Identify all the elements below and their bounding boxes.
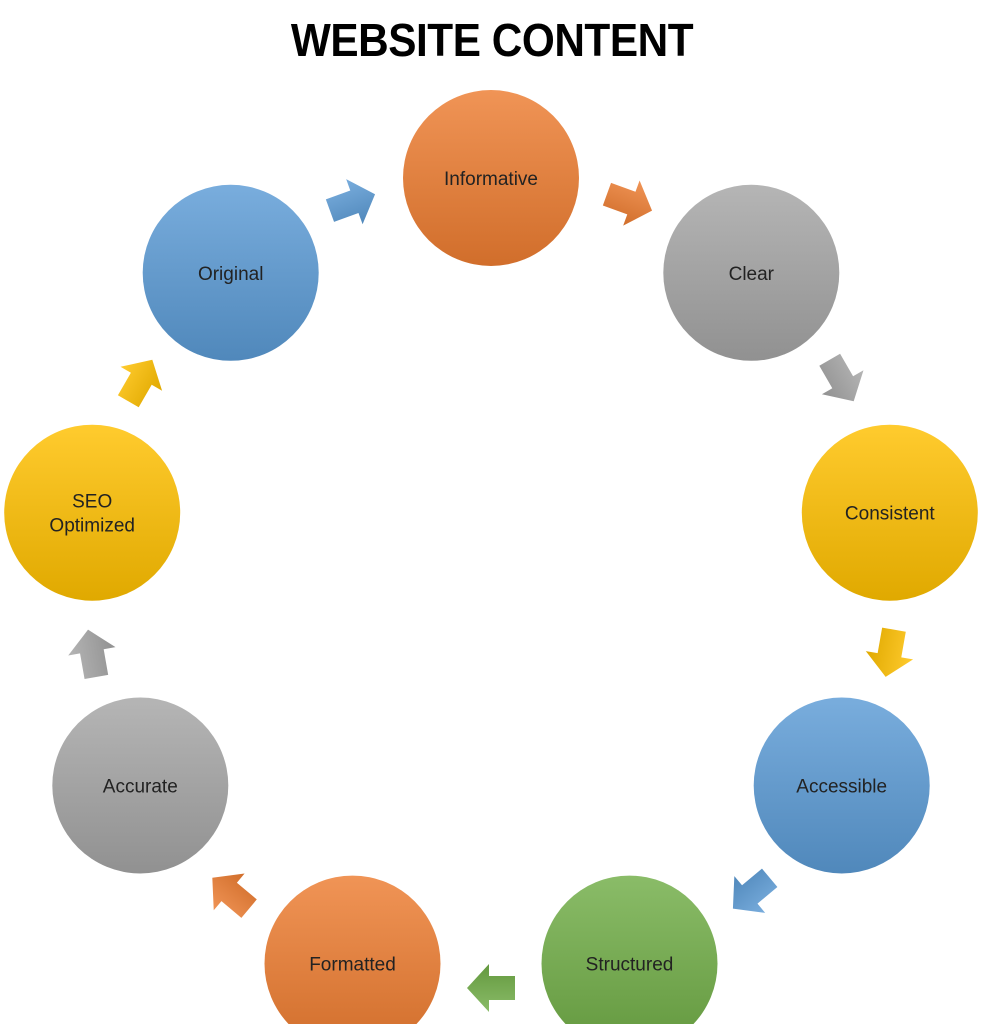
node-accessible: Accessible: [753, 697, 930, 874]
node-circle-clear: [663, 184, 840, 361]
node-label-formatted-0: Formatted: [309, 955, 396, 976]
node-circle-informative: [403, 90, 579, 266]
node-structured: Structured: [541, 875, 718, 1024]
node-label-accessible-0: Accessible: [796, 777, 887, 798]
node-formatted: Formatted: [264, 875, 441, 1024]
node-label-original-0: Original: [198, 264, 263, 285]
arrow-seo-optimized-to-original: [117, 359, 163, 408]
node-circle-accurate: [52, 697, 229, 874]
node-label-seo-optimized-1: Optimized: [49, 516, 135, 537]
nodes-layer: InformativeClearConsistentAccessibleStru…: [4, 90, 978, 1024]
node-label-informative-0: Informative: [444, 169, 538, 190]
node-original: Original: [142, 184, 319, 361]
node-consistent: Consistent: [801, 424, 978, 601]
arrows-layer: [68, 179, 914, 1012]
node-seo-optimized: SEO Optimized: [4, 424, 181, 601]
arrow-informative-to-clear: [602, 180, 653, 226]
node-label-consistent-0: Consistent: [845, 504, 935, 525]
arrow-original-to-informative: [325, 179, 376, 225]
node-circle-consistent: [801, 424, 978, 601]
node-clear: Clear: [663, 184, 840, 361]
node-circle-seo-optimized: [4, 424, 181, 601]
node-informative: Informative: [403, 90, 579, 266]
arrow-accessible-to-structured: [732, 868, 778, 913]
page-title: WEBSITE CONTENT: [290, 14, 694, 66]
node-circle-accessible: [753, 697, 930, 874]
node-circle-structured: [541, 875, 718, 1024]
node-label-structured-0: Structured: [586, 955, 674, 976]
node-label-seo-optimized-0: SEO: [72, 492, 112, 513]
node-label-accurate-0: Accurate: [103, 777, 178, 798]
arrow-consistent-to-accessible: [865, 627, 914, 677]
node-label-clear-0: Clear: [729, 264, 775, 285]
arrow-structured-to-formatted: [467, 964, 515, 1012]
arrow-accurate-to-seo-optimized: [68, 629, 116, 680]
arrow-clear-to-consistent: [819, 353, 864, 402]
node-accurate: Accurate: [52, 697, 229, 874]
node-circle-original: [142, 184, 319, 361]
node-circle-formatted: [264, 875, 441, 1024]
arrow-formatted-to-accurate: [212, 873, 257, 918]
